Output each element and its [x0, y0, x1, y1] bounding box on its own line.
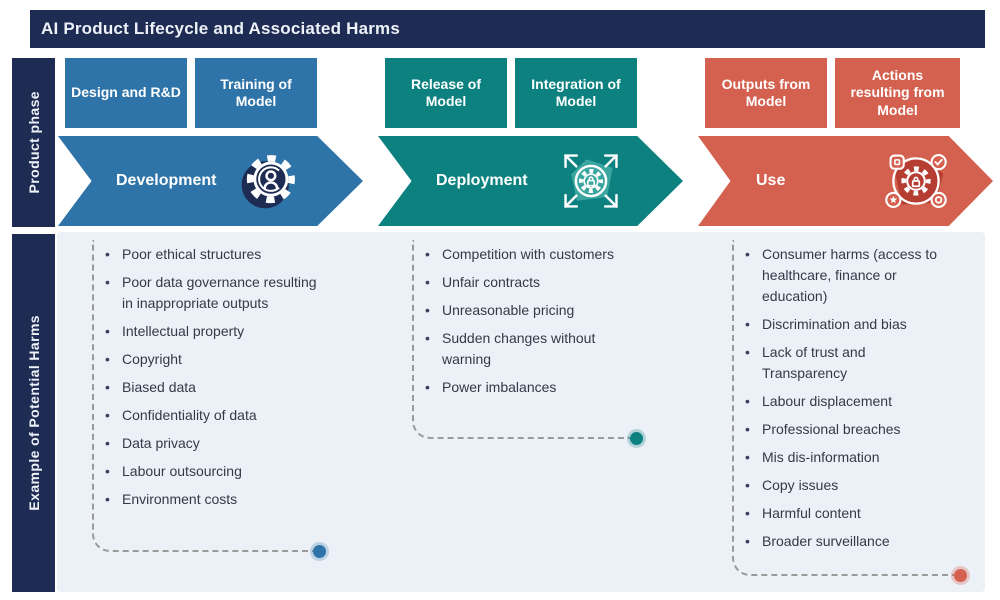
list-item: Power imbalances: [423, 377, 648, 398]
use-connector-dot: [954, 569, 967, 582]
use-connector-line: [732, 240, 954, 576]
diagram-title-bar: AI Product Lifecycle and Associated Harm…: [30, 10, 985, 48]
use-harms-list: Consumer harms (access to healthcare, fi…: [743, 244, 948, 559]
stage-box-label: Training of Model: [220, 75, 292, 110]
deployment-connector-line: [412, 240, 630, 439]
list-item: Environment costs: [103, 489, 318, 510]
list-item: Copy issues: [743, 475, 948, 496]
sidebar-product-phase: Product phase: [12, 58, 55, 227]
stage-box-label: Outputs from Model: [721, 75, 811, 110]
stage-box-label: Design and R&D: [71, 84, 181, 101]
list-item: Harmful content: [743, 503, 948, 524]
list-item: Labour displacement: [743, 391, 948, 412]
list-item: Sudden changes without warning: [423, 328, 648, 370]
development-connector-line: [92, 240, 314, 552]
list-item: Broader surveillance: [743, 531, 948, 552]
development-arrow-label: Development: [116, 172, 217, 189]
list-item: Unfair contracts: [423, 272, 648, 293]
list-item: Labour outsourcing: [103, 461, 318, 482]
development-arrow: Development: [58, 136, 363, 226]
stage-box-release: Release of Model: [385, 58, 507, 128]
deployment-harms-list: Competition with customers Unfair contra…: [423, 244, 648, 405]
use-arrow: Use: [698, 136, 993, 226]
list-item: Biased data: [103, 377, 318, 398]
example-harms-label: Example of Potential Harms: [25, 315, 42, 511]
gear-expand-icon: [564, 154, 618, 208]
gear-network-icon: [885, 154, 947, 208]
list-item: Mis dis-information: [743, 447, 948, 468]
sidebar-example-harms: Example of Potential Harms: [12, 234, 55, 592]
stage-box-outputs: Outputs from Model: [705, 58, 827, 128]
deployment-connector-dot: [630, 432, 643, 445]
stage-box-integration: Integration of Model: [515, 58, 637, 128]
list-item: Confidentiality of data: [103, 405, 318, 426]
list-item: Consumer harms (access to healthcare, fi…: [743, 244, 948, 307]
development-connector-dot: [313, 545, 326, 558]
list-item: Unreasonable pricing: [423, 300, 648, 321]
stage-box-actions: Actions resulting from Model: [835, 58, 960, 128]
use-arrow-label: Use: [756, 172, 786, 189]
list-item: Poor data governance resulting in inappr…: [103, 272, 318, 314]
stage-box-design-rd: Design and R&D: [65, 58, 187, 128]
stage-box-label: Integration of Model: [531, 75, 621, 110]
page-title: AI Product Lifecycle and Associated Harm…: [41, 19, 401, 38]
list-item: Professional breaches: [743, 419, 948, 440]
stage-box-training: Training of Model: [195, 58, 317, 128]
development-harms-list: Poor ethical structures Poor data govern…: [103, 244, 318, 517]
list-item: Discrimination and bias: [743, 314, 948, 335]
gear-person-icon: [241, 155, 295, 209]
deployment-arrow: Deployment: [378, 136, 683, 226]
stage-box-label: Actions resulting from Model: [850, 66, 945, 118]
deployment-arrow-label: Deployment: [436, 172, 528, 189]
list-item: Data privacy: [103, 433, 318, 454]
list-item: Lack of trust and Transparency: [743, 342, 948, 384]
product-phase-label: Product phase: [25, 91, 42, 194]
stage-box-label: Release of Model: [410, 75, 482, 110]
list-item: Copyright: [103, 349, 318, 370]
list-item: Intellectual property: [103, 321, 318, 342]
